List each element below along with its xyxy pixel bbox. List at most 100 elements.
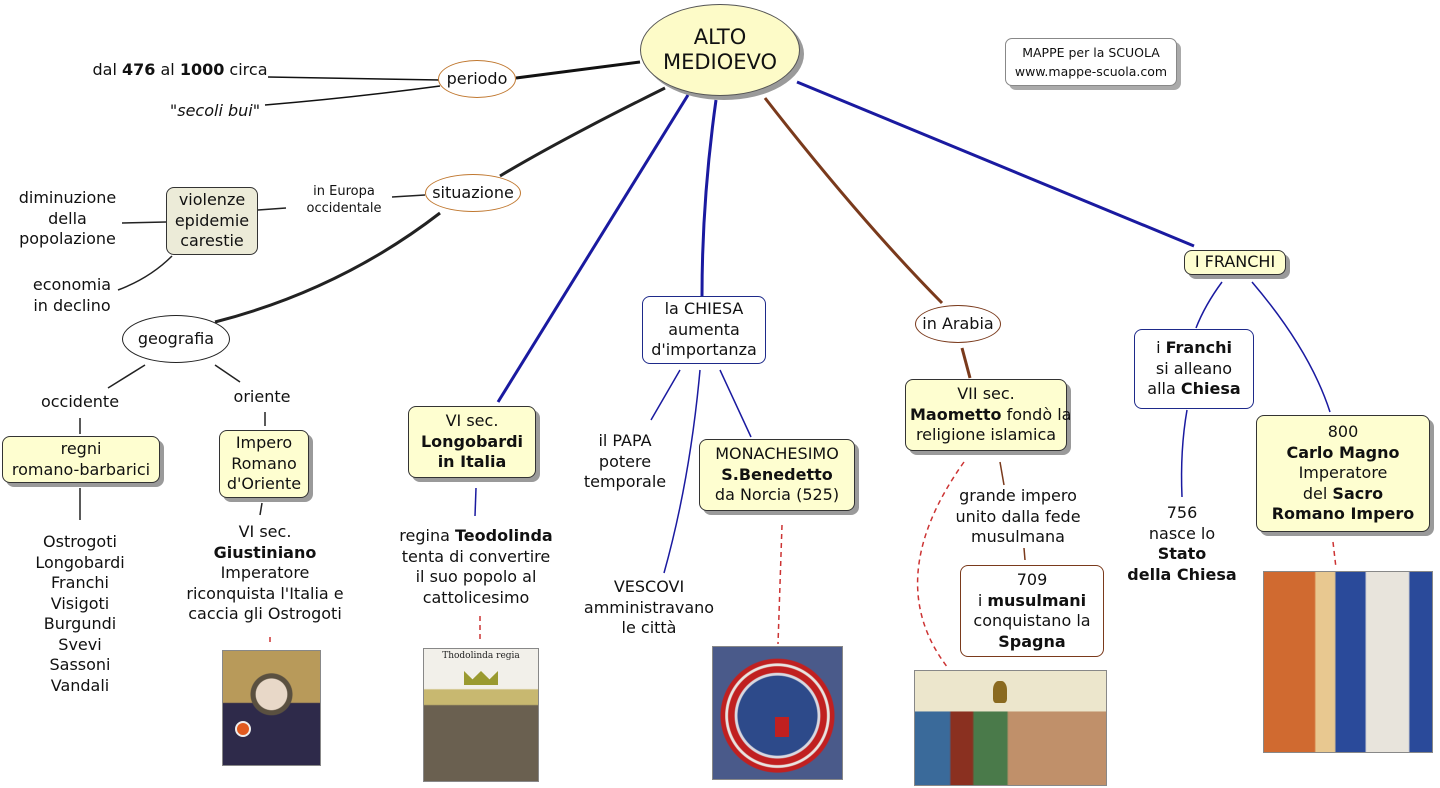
node-text-line: Romano Impero bbox=[1271, 504, 1415, 523]
node-text-line: diminuzione bbox=[18, 188, 117, 207]
geografia-label: geografia bbox=[137, 328, 215, 348]
link-alleanza-stato bbox=[1180, 409, 1188, 498]
node-text-line: S.Benedetto bbox=[704, 465, 850, 486]
link-root-longobardi bbox=[496, 94, 690, 403]
node-text-line: della Chiesa bbox=[1118, 565, 1246, 586]
periodo-label: periodo bbox=[446, 68, 508, 88]
link-root-periodo bbox=[515, 60, 641, 80]
node-text-line: il PAPA bbox=[598, 431, 652, 450]
node-text-line: aumenta bbox=[668, 319, 740, 339]
link-root-situazione bbox=[499, 86, 666, 178]
node-text-line: circa bbox=[224, 60, 268, 79]
watermark-url: www.mappe-scuola.com bbox=[1014, 64, 1168, 79]
periodo-node[interactable]: periodo bbox=[438, 60, 516, 98]
link-franchi-alleanza bbox=[1195, 281, 1223, 329]
situazione-node[interactable]: situazione bbox=[425, 174, 521, 212]
node-text-line: Chiesa bbox=[1180, 379, 1241, 398]
node-text-line: 756 bbox=[1166, 503, 1198, 522]
link-impero-giustiniano bbox=[259, 502, 263, 516]
node-text-line: in Italia bbox=[437, 452, 507, 471]
geografia-node[interactable]: geografia bbox=[122, 315, 230, 363]
root-title-line1: ALTO bbox=[693, 25, 747, 49]
node-text-line: Burgundi bbox=[43, 614, 117, 633]
node-text-line: del bbox=[1302, 483, 1333, 503]
node-text-line: Stato bbox=[1157, 544, 1207, 563]
link-periodo-date bbox=[267, 76, 441, 81]
node-text-line: VESCOVI bbox=[613, 577, 685, 596]
node-text-line: VII sec. bbox=[957, 384, 1015, 403]
link-root-arabia bbox=[763, 97, 944, 305]
node-text-line: Vandali bbox=[50, 675, 110, 695]
node-text-line: musulmana bbox=[971, 527, 1065, 546]
node-text-line: i Franchi bbox=[1139, 338, 1249, 359]
crown-icon bbox=[464, 671, 498, 685]
benedetto-image bbox=[712, 646, 843, 780]
giustiniano-image bbox=[222, 650, 321, 766]
node-text-line: 1000 bbox=[179, 60, 225, 79]
link-longobardi-teodolinda bbox=[474, 487, 477, 517]
node-text-line: in declino bbox=[33, 295, 111, 315]
dashed-carlo-image bbox=[1332, 541, 1337, 569]
link-periodo-nickname bbox=[264, 85, 441, 106]
node-text-line: tenta di convertire bbox=[401, 546, 551, 566]
node-text-line: Sacro bbox=[1332, 483, 1384, 503]
franchi-node[interactable]: I FRANCHI bbox=[1184, 250, 1286, 275]
node-text-line: nasce lo bbox=[1148, 523, 1216, 543]
node-text-line: dal bbox=[92, 60, 122, 79]
link-geografia-oriente bbox=[214, 364, 241, 383]
node-text-line: caccia gli Ostrogoti bbox=[188, 604, 342, 623]
node-text-line: i musulmani bbox=[965, 591, 1099, 612]
node-text-line: della bbox=[48, 208, 87, 228]
link-chiesa-vescovi bbox=[663, 369, 701, 574]
situazione-label: situazione bbox=[432, 182, 514, 202]
node-text-line: Impero bbox=[235, 433, 293, 452]
node-text-line: cattolicesimo bbox=[422, 587, 530, 607]
node-text-line: Sassoni bbox=[49, 655, 111, 674]
link-impero-spagna bbox=[1023, 547, 1026, 561]
node-text-line: il suo popolo al bbox=[415, 567, 537, 586]
node-text-line: regni bbox=[60, 439, 102, 458]
node-text-line: Longobardi bbox=[420, 431, 524, 451]
node-text-line: temporale bbox=[583, 472, 667, 491]
node-text-line: alla bbox=[1147, 379, 1181, 398]
node-text-line: religione islamica bbox=[915, 425, 1057, 444]
node-text-line: Carlo Magno bbox=[1286, 442, 1400, 462]
node-text-line: VI sec. bbox=[445, 411, 499, 430]
node-text-line: d'importanza bbox=[651, 340, 757, 359]
node-text-line: regina Teodolinda bbox=[388, 526, 564, 547]
link-root-franchi bbox=[796, 80, 1195, 248]
node-text-line: da Norcia (525) bbox=[714, 485, 840, 504]
node-text-line: Teodolinda bbox=[455, 526, 553, 545]
book-icon bbox=[775, 717, 789, 737]
arabia-node[interactable]: in Arabia bbox=[915, 305, 1001, 343]
node-text-line: Maometto bbox=[910, 404, 1002, 424]
node-text-line: 800 bbox=[1327, 422, 1359, 441]
node-text-line: al bbox=[155, 60, 180, 79]
node-text-line: Maometto fondò la bbox=[910, 404, 1071, 426]
node-text-line: della Chiesa bbox=[1127, 564, 1237, 584]
link-chiesa-monachesimo bbox=[719, 369, 752, 438]
node-text-line: MONACHESIMO bbox=[715, 444, 839, 463]
occidente-label: occidente bbox=[40, 392, 120, 411]
node-text-line: occidentale bbox=[306, 201, 382, 216]
node-text-line: si alleano bbox=[1155, 358, 1233, 378]
node-text-line: carestie bbox=[180, 231, 244, 250]
